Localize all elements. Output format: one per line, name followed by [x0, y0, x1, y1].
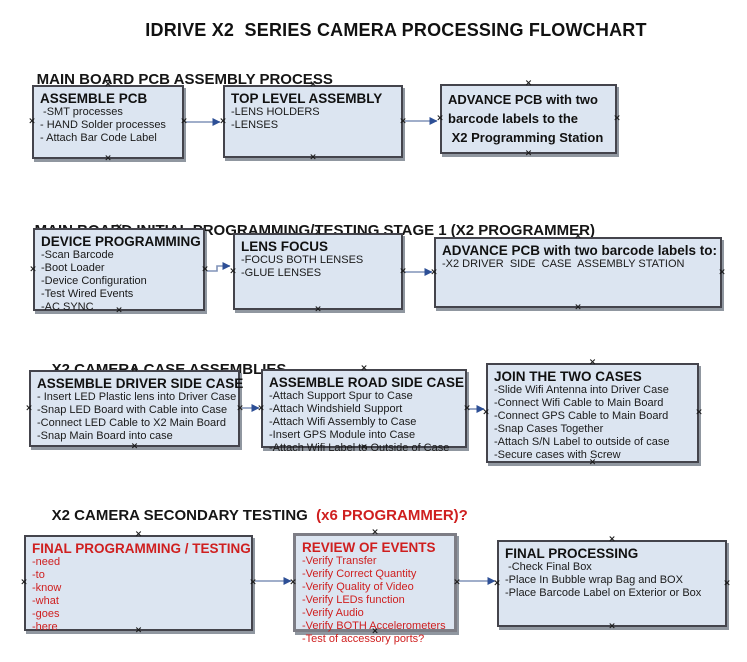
box-item-text: -Snap Cases Together [494, 423, 604, 435]
box-item-text: -Verify BOTH Accelerometers [302, 620, 446, 632]
box-title: JOIN THE TWO CASES [494, 369, 642, 384]
box-item-text: -to [32, 569, 45, 581]
flow-box-join-the-two-cases: JOIN THE TWO CASES -Slide Wifi Antenna i… [486, 363, 699, 463]
box-items: -Attach Support Spur to Case-Attach Wind… [269, 390, 459, 455]
box-item-text: -Connect GPS Cable to Main Board [494, 410, 669, 422]
flow-box-final-programming-testing: FINAL PROGRAMMING / TESTING -need-to-kno… [24, 535, 253, 634]
box-item-text: -Attach Wifi Label to Outside of Case [269, 442, 450, 454]
page-title: IDRIVE X2 SERIES CAMERA PROCESSING FLOWC… [145, 20, 647, 40]
box-item-text: -Attach Windshield Support [269, 403, 403, 415]
box-item-text: -LENSES [231, 119, 279, 131]
box-item-text: -Slide Wifi Antenna into Driver Case [494, 384, 669, 396]
flow-box-review-of-events: REVIEW OF EVENTS -Verify Transfer-Verify… [293, 533, 457, 645]
box-title: REVIEW OF EVENTS [302, 540, 436, 555]
box-item-text: -Device Configuration [41, 275, 147, 287]
box-item-text: -LENS HOLDERS [231, 106, 320, 118]
box-item-text: -Verify Audio [302, 607, 364, 619]
box-items: -Scan Barcode-Boot Loader-Device Configu… [41, 249, 197, 314]
box-items: -X2 DRIVER SIDE CASE ASSEMBLY STATION [442, 258, 714, 271]
box-item-text: -goes [32, 608, 60, 620]
box-items: - Insert LED Plastic lens into Driver Ca… [37, 391, 237, 443]
flow-box-device-programming: DEVICE PROGRAMMING -Scan Barcode-Boot Lo… [33, 228, 205, 314]
flow-box-top-level-assembly: TOP LEVEL ASSEMBLY -LENS HOLDERS-LENSES [223, 85, 403, 158]
box-title: LENS FOCUS [241, 239, 329, 254]
box-title: DEVICE PROGRAMMING [41, 234, 201, 249]
box-item-text: -Scan Barcode [41, 249, 114, 261]
box-items: -FOCUS BOTH LENSES-GLUE LENSES [241, 254, 395, 280]
box-item-text: -Verify LEDs function [302, 594, 405, 606]
box-item-text: -Test Wired Events [41, 288, 134, 300]
box-item-text: X2 Programming Station [448, 130, 604, 145]
box-items: -LENS HOLDERS-LENSES [231, 106, 395, 132]
box-item-text: -Boot Loader [41, 262, 105, 274]
box-title: FINAL PROCESSING [505, 546, 639, 561]
flow-box-assemble-driver-side-case: ASSEMBLE DRIVER SIDE CASE - Insert LED P… [29, 370, 244, 447]
section-heading-text: MAIN BOARD PCB ASSEMBLY PROCESS [36, 71, 333, 88]
box-items: -SMT processes- HAND Solder processes- A… [40, 106, 176, 145]
flow-box-lens-focus: LENS FOCUS -FOCUS BOTH LENSES-GLUE LENSE… [233, 233, 403, 310]
box-item-text: -Attach Support Spur to Case [269, 390, 413, 402]
box-item-text: -Secure cases with Screw [494, 449, 621, 461]
box-item-text: -X2 DRIVER SIDE CASE ASSEMBLY STATION [442, 258, 685, 270]
box-item-text: -here [32, 621, 58, 633]
box-title: TOP LEVEL ASSEMBLY [231, 91, 383, 106]
section-heading-red-text: (x6 PROGRAMMER)? [311, 507, 468, 524]
box-title: ADVANCE PCB with two barcode labels to: [442, 243, 718, 258]
flow-arrow [206, 262, 231, 272]
box-items: -need-to-know-what-goes-here [32, 556, 245, 634]
box-items: -Verify Transfer-Verify Correct Quantity… [302, 555, 448, 646]
flow-box-final-processing: FINAL PROCESSING -Check Final Box-Place … [497, 540, 727, 627]
section-heading-secondary-testing: X2 CAMERA SECONDARY TESTING (x6 PROGRAMM… [35, 490, 468, 541]
box-item-text: -Check Final Box [505, 561, 592, 573]
box-item-text: -what [32, 595, 59, 607]
section-heading-text: X2 CAMERA SECONDARY TESTING [51, 507, 312, 524]
box-item-text: -AC SYNC [41, 301, 94, 313]
box-item-text: -Attach S/N Label to outside of case [494, 436, 670, 448]
box-item-text: -Connect LED Cable to X2 Main Board [37, 417, 226, 429]
box-item-text: -Verify Correct Quantity [302, 568, 417, 580]
box-item-text: -Place In Bubble wrap Bag and BOX [505, 574, 683, 586]
flow-box-assemble-pcb: ASSEMBLE PCB -SMT processes- HAND Solder… [32, 85, 184, 159]
flow-box-advance-pcb-driver-side: ADVANCE PCB with two barcode labels to: … [434, 237, 722, 308]
box-item-text: barcode labels to the [448, 111, 579, 126]
box-item-text: ADVANCE PCB with two [448, 92, 598, 107]
box-title: FINAL PROGRAMMING / TESTING [32, 541, 251, 556]
box-item-text: -Insert GPS Module into Case [269, 429, 416, 441]
box-item-text: -GLUE LENSES [241, 267, 322, 279]
box-item-text: - HAND Solder processes [40, 119, 166, 131]
box-item-text: -Connect Wifi Cable to Main Board [494, 397, 664, 409]
box-item-text: -Verify Quality of Video [302, 581, 414, 593]
box-item-text: -know [32, 582, 62, 594]
box-title: ASSEMBLE ROAD SIDE CASE [269, 375, 465, 390]
box-items: ADVANCE PCB with two barcode labels to th… [448, 90, 609, 147]
box-item-text: -Place Barcode Label on Exterior or Box [505, 587, 702, 599]
box-item-text: -Snap Main Board into case [37, 430, 173, 442]
box-item-text: -Snap LED Board with Cable into Case [37, 404, 228, 416]
section-heading-pcb-assembly: MAIN BOARD PCB ASSEMBLY PROCESS [20, 54, 333, 105]
box-item-text: -SMT processes [40, 106, 123, 118]
box-item-text: -Attach Wifi Assembly to Case [269, 416, 417, 428]
box-items: -Slide Wifi Antenna into Driver Case-Con… [494, 384, 691, 462]
flow-box-assemble-road-side-case: ASSEMBLE ROAD SIDE CASE -Attach Support … [261, 369, 467, 454]
box-item-text: -need [32, 556, 61, 568]
box-item-text: -Test of accessory ports? [302, 633, 425, 645]
box-item-text: -FOCUS BOTH LENSES [241, 254, 364, 266]
box-item-text: - Insert LED Plastic lens into Driver Ca… [37, 391, 237, 403]
box-title: ASSEMBLE PCB [40, 91, 148, 106]
box-items: -Check Final Box-Place In Bubble wrap Ba… [505, 561, 719, 600]
box-item-text: -Verify Transfer [302, 555, 377, 567]
flow-box-advance-pcb-programming-station: ADVANCE PCB with two barcode labels to th… [440, 84, 617, 154]
box-title: ASSEMBLE DRIVER SIDE CASE [37, 376, 244, 391]
box-item-text: - Attach Bar Code Label [40, 132, 157, 144]
